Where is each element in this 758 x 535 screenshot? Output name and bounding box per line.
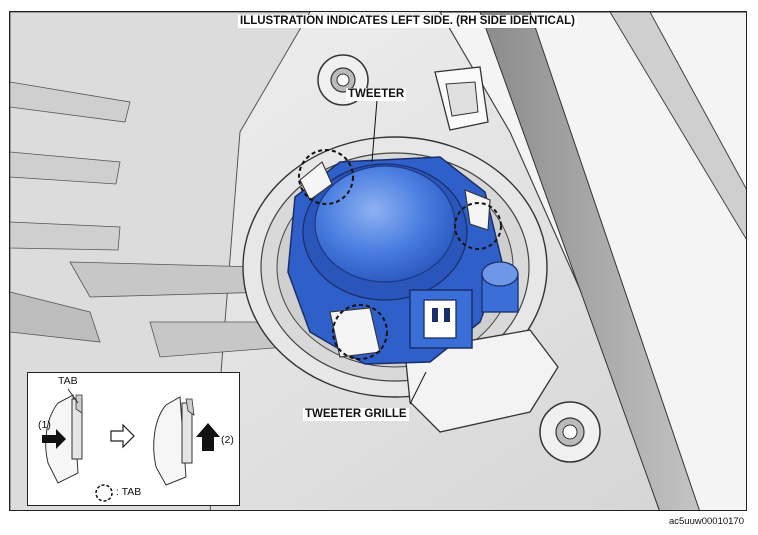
inset-step-1: (1) (38, 419, 51, 431)
inset-tab-label: TAB (58, 375, 78, 387)
tweeter-grille-callout: TWEETER GRILLE (303, 408, 409, 421)
tweeter-callout: TWEETER (346, 88, 407, 101)
image-code: ac5uuw00010170 (668, 516, 744, 527)
tab-removal-inset: TAB (1) (2) : TAB (27, 372, 240, 506)
inset-step-2: (2) (221, 434, 234, 446)
tab-removal-drawing (42, 388, 220, 502)
caption: ILLUSTRATION INDICATES LEFT SIDE. (RH SI… (238, 15, 577, 28)
inset-legend-text: : TAB (116, 486, 142, 498)
